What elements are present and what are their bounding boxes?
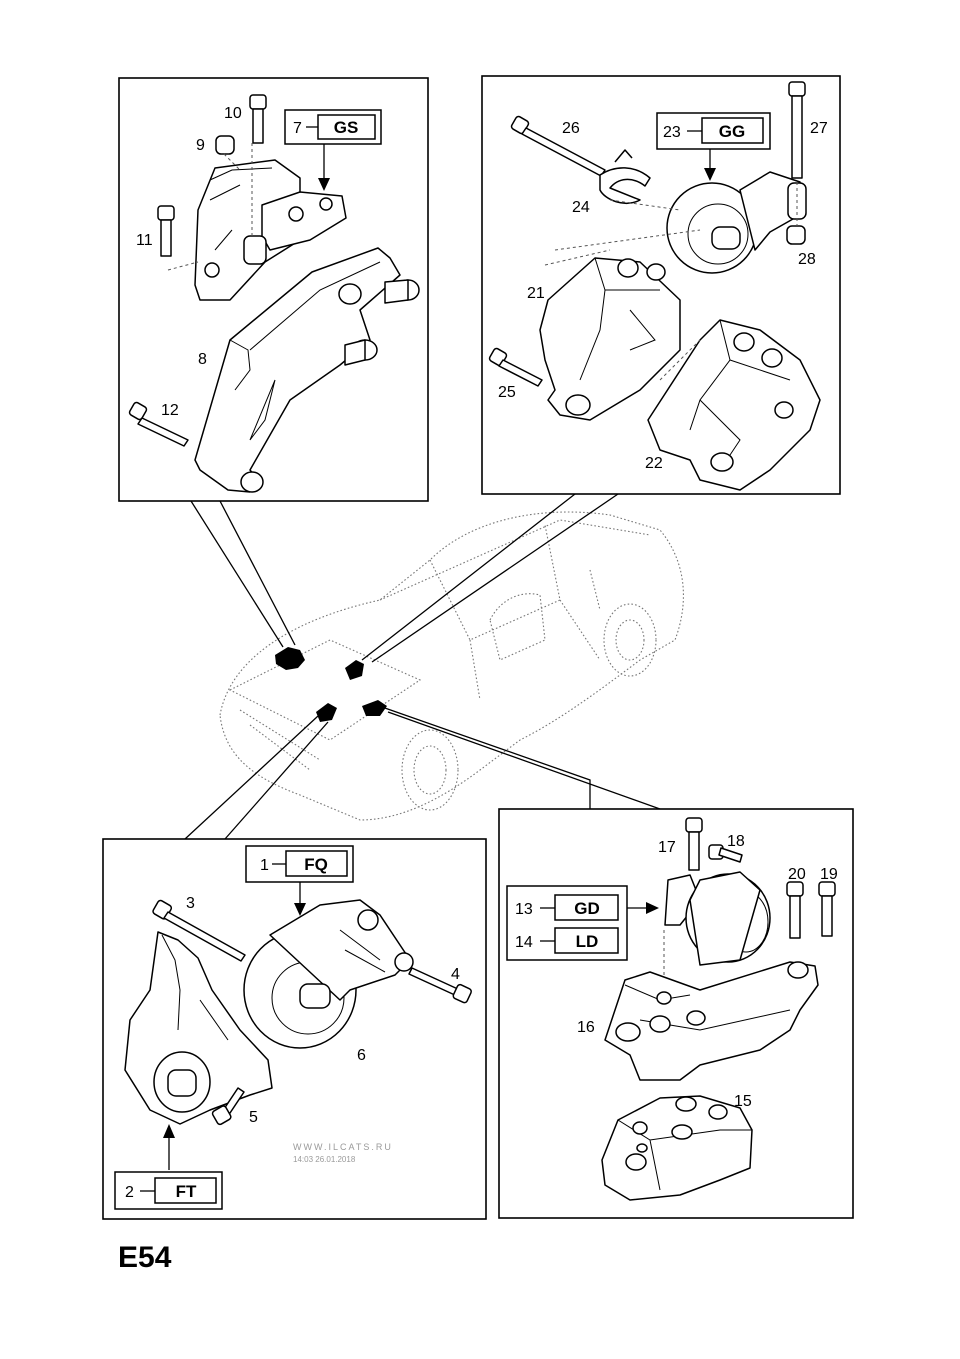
top-right-parts — [488, 81, 821, 491]
callout: 10 — [224, 105, 242, 122]
callout: 3 — [186, 895, 195, 912]
callout: 9 — [196, 137, 205, 154]
location-marker-top-right — [345, 660, 364, 680]
location-marker-bottom-right — [362, 700, 387, 716]
code-number: 7 — [293, 120, 302, 137]
callout: 16 — [577, 1019, 595, 1036]
callout: 19 — [820, 866, 838, 883]
callout: 22 — [645, 455, 663, 472]
callout: 17 — [658, 839, 676, 856]
page-code: E54 — [118, 1241, 172, 1274]
callouts-bottom-left: 3 4 6 5 — [186, 895, 460, 1126]
callouts-top-right: 26 27 24 28 21 25 22 — [498, 120, 828, 472]
code-text: FT — [176, 1182, 197, 1201]
code-number: 23 — [663, 124, 681, 141]
callout: 24 — [572, 199, 590, 216]
code-label-fq[interactable]: 1 FQ — [245, 845, 354, 916]
code-label-ft[interactable]: 2 FT — [114, 1171, 223, 1210]
callouts-bottom-right: 17 18 20 19 16 15 — [577, 833, 838, 1110]
callout: 15 — [734, 1093, 752, 1110]
callout: 8 — [198, 351, 207, 368]
callout: 26 — [562, 120, 580, 137]
location-marker-bottom-left — [316, 703, 337, 722]
watermark-site: WWW.ILCATS.RU — [293, 1142, 393, 1152]
code-number: 2 — [125, 1184, 134, 1201]
leader-lines — [184, 493, 661, 840]
code-text: GS — [334, 118, 359, 137]
bottom-right-parts — [601, 817, 836, 1201]
callout: 21 — [527, 285, 545, 302]
callout: 4 — [451, 966, 460, 983]
code-text: FQ — [304, 855, 328, 874]
callout: 28 — [798, 251, 816, 268]
callout: 11 — [136, 232, 153, 249]
car-outline — [219, 511, 684, 821]
code-number: 14 — [515, 934, 533, 951]
callout: 25 — [498, 384, 516, 401]
code-label-gd-ld[interactable]: 13 GD 14 LD — [506, 885, 659, 961]
callout: 12 — [161, 402, 179, 419]
watermark-stamp: 14:03 26.01.2018 — [293, 1155, 356, 1164]
code-number: 13 — [515, 901, 533, 918]
top-left-parts — [128, 94, 420, 493]
code-text: GD — [574, 899, 600, 918]
location-marker-top-left — [275, 647, 305, 670]
bottom-left-parts — [124, 899, 472, 1170]
code-label-gs[interactable]: 7 GS — [284, 109, 382, 191]
code-number: 1 — [260, 857, 269, 874]
code-text: GG — [719, 122, 745, 141]
callout: 18 — [727, 833, 745, 850]
code-text: LD — [576, 932, 599, 951]
callout: 6 — [357, 1047, 366, 1064]
callouts-top-left: 10 9 11 8 12 — [136, 105, 242, 419]
code-label-gg[interactable]: 23 GG — [656, 112, 771, 181]
callout: 5 — [249, 1109, 258, 1126]
callout: 27 — [810, 120, 828, 137]
callout: 20 — [788, 866, 806, 883]
